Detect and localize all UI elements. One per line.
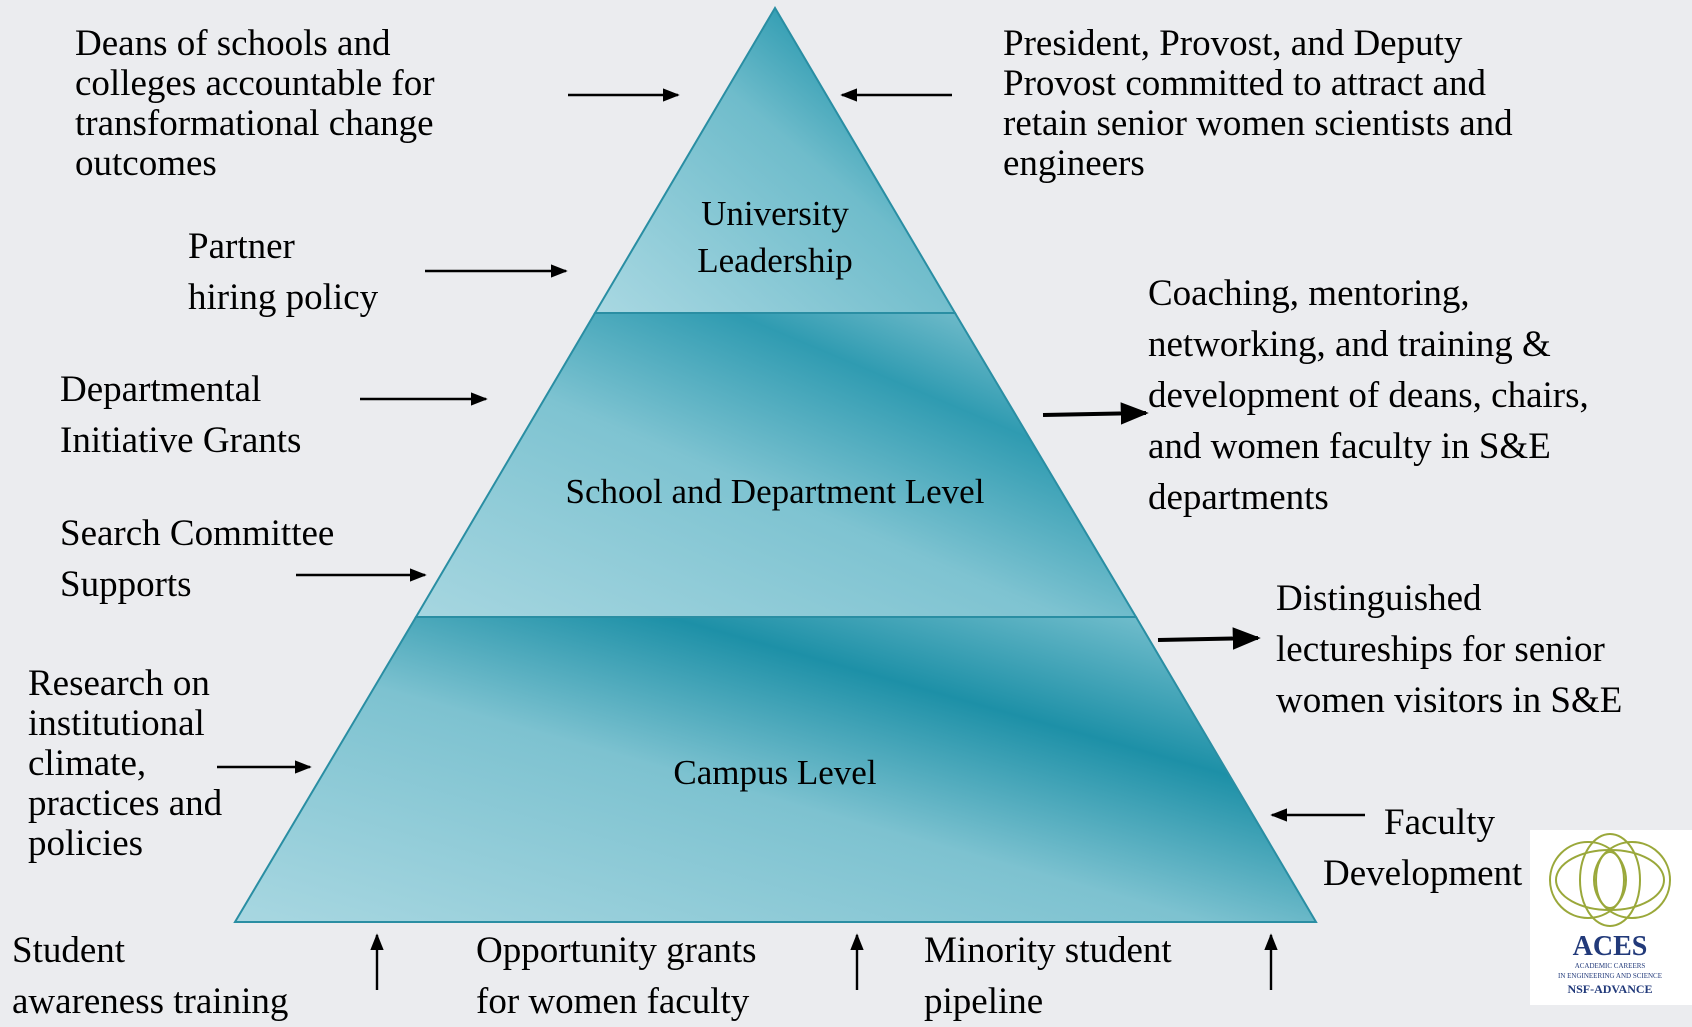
annotation-research: Research on institutional climate, pract… <box>28 664 222 864</box>
arrow-distinguished <box>1157 627 1261 650</box>
deans-line-3: transformational change <box>75 103 434 144</box>
level-label-middle: School and Department Level <box>515 468 1035 515</box>
distinguished-line-1: Distinguished <box>1276 578 1482 619</box>
deans-line-2: colleges accountable for <box>75 63 435 104</box>
level-label-bottom: Campus Level <box>575 749 975 796</box>
research-line-3: climate, <box>28 743 147 784</box>
logo-line1: ACADEMIC CAREERS <box>1575 962 1646 970</box>
annotation-coaching: Coaching, mentoring, networking, and tra… <box>1148 268 1589 523</box>
deans-line-1: Deans of schools and <box>75 23 391 64</box>
level-top-line-1: University <box>701 194 849 233</box>
faculty-dev-line-1: Faculty <box>1384 802 1495 843</box>
logo-line3: NSF-ADVANCE <box>1567 982 1652 996</box>
research-line-2: institutional <box>28 703 205 744</box>
pyramid-tier-bottom <box>233 616 1318 923</box>
annotation-president: President, Provost, and Deputy Provost c… <box>1003 24 1513 184</box>
president-line-2: Provost committed to attract and <box>1003 63 1486 104</box>
research-line-1: Research on <box>28 663 210 704</box>
logo-name: ACES <box>1573 931 1648 962</box>
aces-logo: ACES ACADEMIC CAREERS IN ENGINEERING AND… <box>1530 830 1692 1005</box>
annotation-deans: Deans of schools and colleges accountabl… <box>75 24 435 184</box>
research-line-4: practices and <box>28 783 223 824</box>
partner-line-2: hiring policy <box>188 277 379 318</box>
minority-line-1: Minority student <box>924 930 1172 971</box>
level-label-top: University Leadership <box>655 190 895 284</box>
partner-line-1: Partner <box>188 226 295 267</box>
annotation-departmental: Departmental Initiative Grants <box>60 364 301 466</box>
coaching-line-5: departments <box>1148 477 1329 518</box>
research-line-5: policies <box>28 823 144 864</box>
president-line-4: engineers <box>1003 143 1145 184</box>
coaching-line-4: and women faculty in S&E <box>1148 426 1551 467</box>
deans-line-4: outcomes <box>75 143 217 184</box>
departmental-line-1: Departmental <box>60 369 262 410</box>
coaching-line-2: networking, and training & <box>1148 324 1551 365</box>
annotation-minority: Minority student pipeline <box>924 925 1172 1027</box>
president-line-1: President, Provost, and Deputy <box>1003 23 1463 64</box>
faculty-dev-line-2: Development <box>1323 853 1523 894</box>
distinguished-line-2: lectureships for senior <box>1276 629 1605 670</box>
opportunity-line-1: Opportunity grants <box>476 930 757 971</box>
annotation-search: Search Committee Supports <box>60 508 334 610</box>
coaching-line-3: development of deans, chairs, <box>1148 375 1589 416</box>
annotation-distinguished: Distinguished lectureships for senior wo… <box>1276 573 1622 726</box>
pyramid-tier-middle <box>414 312 1138 618</box>
student-line-1: Student <box>12 930 126 971</box>
student-line-2: awareness training <box>12 981 289 1022</box>
president-line-3: retain senior women scientists and <box>1003 103 1513 144</box>
logo-line2: IN ENGINEERING AND SCIENCE <box>1558 972 1662 980</box>
search-line-2: Supports <box>60 564 192 605</box>
arrow-coaching <box>1042 402 1149 425</box>
opportunity-line-2: for women faculty <box>476 981 750 1022</box>
minority-line-2: pipeline <box>924 981 1044 1022</box>
search-line-1: Search Committee <box>60 513 335 554</box>
annotation-student: Student awareness training <box>12 925 288 1027</box>
distinguished-line-3: women visitors in S&E <box>1276 680 1623 721</box>
annotation-faculty-development: Faculty Development <box>1323 797 1522 899</box>
level-bottom-line-1: Campus Level <box>673 753 877 792</box>
level-middle-line-1: School and Department Level <box>565 472 985 511</box>
level-top-line-2: Leadership <box>697 241 853 280</box>
coaching-line-1: Coaching, mentoring, <box>1148 273 1470 314</box>
departmental-line-2: Initiative Grants <box>60 420 302 461</box>
annotation-partner: Partner hiring policy <box>188 221 378 323</box>
annotation-opportunity: Opportunity grants for women faculty <box>476 925 757 1027</box>
